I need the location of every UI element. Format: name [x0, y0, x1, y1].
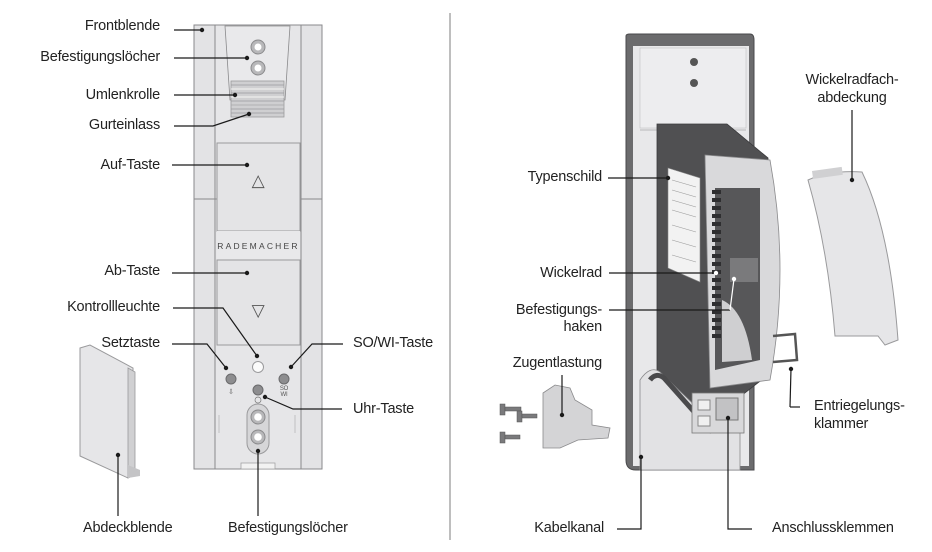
- label-setztaste: Setztaste: [101, 335, 160, 351]
- label-entriegelungsklammer-line2: klammer: [814, 416, 869, 432]
- left-rail: [193, 24, 216, 200]
- label-typenschild: Typenschild: [527, 169, 603, 185]
- deflection-roller: [230, 80, 285, 118]
- down-button: [216, 259, 301, 346]
- label-befestigungsloecher-top: Befestigungslöcher: [40, 49, 160, 65]
- label-kontrollleuchte: Kontrollleuchte: [67, 299, 160, 315]
- clock-button: [252, 384, 264, 396]
- label-frontblende: Frontblende: [84, 18, 160, 34]
- label-entriegelungsklammer-line1: Entriegelungs-: [814, 398, 905, 414]
- svg-text:⇩: ⇩: [228, 388, 234, 396]
- label-gurteinlass: Gurteinlass: [88, 117, 160, 133]
- label-so-wi-taste: SO/WI-Taste: [353, 335, 433, 351]
- label-kabelkanal: Kabelkanal: [534, 520, 604, 536]
- label-wickelrad: Wickelrad: [540, 265, 602, 281]
- label-befestigungsloecher-bottom: Befestigungslöcher: [228, 520, 348, 536]
- label-uhr-taste: Uhr-Taste: [353, 401, 415, 417]
- down-arrow-icon: ▽: [251, 301, 265, 320]
- label-umlenkrolle: Umlenkrolle: [85, 87, 161, 103]
- label-auf-taste: Auf-Taste: [100, 157, 161, 173]
- right-rail: [300, 24, 323, 200]
- label-wickelradfach-line1: Wickelradfach-: [805, 72, 899, 88]
- type-plate: [667, 167, 701, 283]
- front-device: ⇩: [193, 24, 323, 470]
- label-ab-taste: Ab-Taste: [104, 263, 160, 279]
- strain-relief: [542, 384, 611, 449]
- label-befestigungshaken-line1: Befestigungs-: [515, 302, 602, 318]
- up-arrow-icon: △: [251, 171, 265, 190]
- leader-lines: [117, 29, 853, 530]
- winding-compartment-cover: [807, 171, 899, 346]
- screws: [499, 403, 538, 444]
- indicator-light: [252, 361, 264, 373]
- set-button: [225, 373, 237, 385]
- cable-channel: [639, 369, 741, 471]
- brand-label: RADEMACHER: [217, 241, 300, 251]
- so-wi-button: [278, 373, 290, 385]
- up-button: [216, 142, 301, 232]
- label-befestigungshaken-line2: haken: [563, 319, 602, 335]
- label-abdeckblende: Abdeckblende: [83, 520, 173, 536]
- label-wickelradfach-line2: abdeckung: [817, 90, 887, 106]
- label-zugentlastung: Zugentlastung: [512, 355, 603, 371]
- rear-device: [625, 33, 799, 471]
- label-anschlussklemmen: Anschlussklemmen: [772, 520, 894, 536]
- cover-plate: [79, 344, 140, 479]
- release-clip: [772, 332, 799, 364]
- leader-dots: [115, 27, 855, 460]
